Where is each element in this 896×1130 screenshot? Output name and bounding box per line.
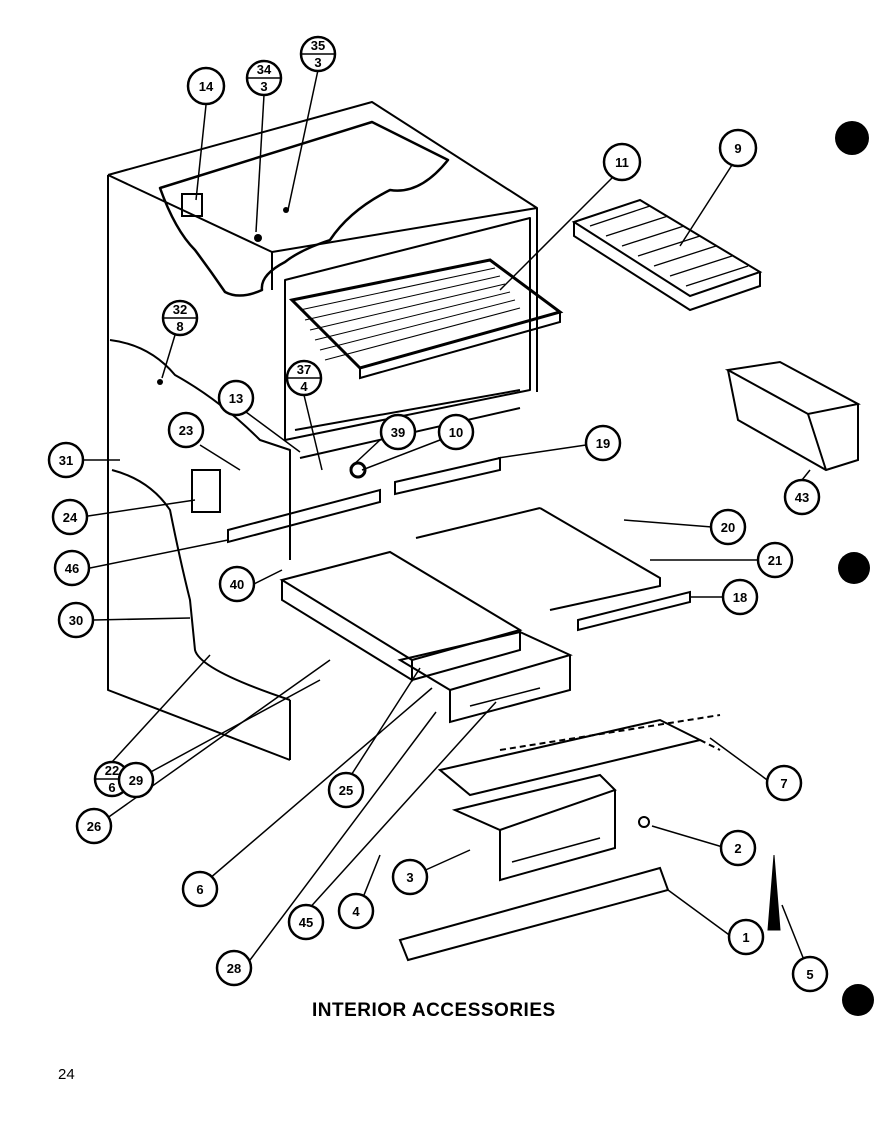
screw xyxy=(254,234,262,242)
svg-text:29: 29 xyxy=(129,773,143,788)
callout-20: 20 xyxy=(709,508,747,546)
callout-35: 353 xyxy=(299,35,337,73)
svg-text:10: 10 xyxy=(449,425,463,440)
callout-40: 40 xyxy=(218,565,256,603)
callout-28: 28 xyxy=(215,949,253,987)
page-number: 24 xyxy=(58,1066,75,1083)
callout-46: 46 xyxy=(53,549,91,587)
upper-drawer xyxy=(397,630,573,724)
svg-text:32: 32 xyxy=(173,302,187,317)
screw xyxy=(283,207,289,213)
callout-3: 3 xyxy=(391,858,429,896)
ice-trays xyxy=(571,198,763,312)
svg-text:46: 46 xyxy=(65,561,79,576)
callout-45: 45 xyxy=(287,903,325,941)
screw xyxy=(157,379,163,385)
callout-43: 43 xyxy=(783,478,821,516)
svg-text:2: 2 xyxy=(734,841,741,856)
callout-37: 374 xyxy=(285,359,323,397)
svg-text:3: 3 xyxy=(406,870,413,885)
light-switch xyxy=(181,193,203,217)
callout-5: 5 xyxy=(791,955,829,993)
svg-text:21: 21 xyxy=(768,553,782,568)
callout-39: 39 xyxy=(379,413,417,451)
callout-6: 6 xyxy=(181,870,219,908)
registration-dot xyxy=(842,984,874,1016)
left-wall-cutaway xyxy=(109,339,291,701)
callout-4: 4 xyxy=(337,892,375,930)
svg-text:20: 20 xyxy=(721,520,735,535)
svg-text:9: 9 xyxy=(734,141,741,156)
freezer-shelf xyxy=(288,258,564,380)
callout-23: 23 xyxy=(167,411,205,449)
svg-text:28: 28 xyxy=(227,961,241,976)
callout-13: 13 xyxy=(217,379,255,417)
thermostat-bracket xyxy=(191,469,221,513)
svg-text:26: 26 xyxy=(87,819,101,834)
callout-29: 29 xyxy=(117,761,155,799)
svg-text:6: 6 xyxy=(108,780,115,795)
callout-2: 2 xyxy=(719,829,757,867)
svg-text:25: 25 xyxy=(339,783,353,798)
svg-text:30: 30 xyxy=(69,613,83,628)
svg-text:3: 3 xyxy=(260,79,267,94)
registration-dot xyxy=(835,121,869,155)
leveling-leg xyxy=(767,854,781,931)
fresh-food-shelf xyxy=(279,550,523,682)
callout-21: 21 xyxy=(756,541,794,579)
svg-text:14: 14 xyxy=(199,79,214,94)
callout-34: 343 xyxy=(245,59,283,97)
registration-dot xyxy=(838,552,870,584)
callout-18: 18 xyxy=(721,578,759,616)
leader-lines xyxy=(82,69,811,971)
callout-7: 7 xyxy=(765,764,803,802)
svg-text:3: 3 xyxy=(314,55,321,70)
svg-text:35: 35 xyxy=(311,38,325,53)
freezer-frame xyxy=(284,217,531,441)
svg-text:11: 11 xyxy=(615,155,629,170)
callout-19: 19 xyxy=(584,424,622,462)
freezer-ceiling xyxy=(158,120,450,297)
lower-drawer xyxy=(437,718,703,882)
svg-text:22: 22 xyxy=(105,763,119,778)
svg-text:19: 19 xyxy=(596,436,610,451)
callout-10: 10 xyxy=(437,413,475,451)
svg-text:45: 45 xyxy=(299,915,313,930)
screw xyxy=(638,816,650,828)
callout-26: 26 xyxy=(75,807,113,845)
svg-text:4: 4 xyxy=(352,904,360,919)
svg-text:23: 23 xyxy=(179,423,193,438)
callout-9: 9 xyxy=(718,128,758,168)
svg-text:40: 40 xyxy=(230,577,244,592)
svg-text:4: 4 xyxy=(300,379,308,394)
callout-24: 24 xyxy=(51,498,89,536)
svg-text:1: 1 xyxy=(742,930,749,945)
rails xyxy=(227,456,721,962)
svg-text:31: 31 xyxy=(59,453,73,468)
svg-text:5: 5 xyxy=(806,967,813,982)
ice-bucket xyxy=(724,360,861,472)
callout-31: 31 xyxy=(47,441,85,479)
svg-text:37: 37 xyxy=(297,362,311,377)
callout-25: 25 xyxy=(327,771,365,809)
svg-text:6: 6 xyxy=(196,882,203,897)
svg-text:34: 34 xyxy=(257,62,272,77)
svg-text:7: 7 xyxy=(780,776,787,791)
callout-14: 14 xyxy=(186,66,226,106)
cabinet-outline xyxy=(107,101,538,761)
callout-32: 328 xyxy=(161,299,199,337)
svg-text:39: 39 xyxy=(391,425,405,440)
svg-text:13: 13 xyxy=(229,391,243,406)
callout-30: 30 xyxy=(57,601,95,639)
svg-text:43: 43 xyxy=(795,490,809,505)
callout-11: 11 xyxy=(602,142,642,182)
svg-text:18: 18 xyxy=(733,590,747,605)
diagram-caption: INTERIOR ACCESSORIES xyxy=(312,1000,556,1021)
svg-text:8: 8 xyxy=(176,319,183,334)
svg-text:24: 24 xyxy=(63,510,78,525)
light-socket xyxy=(349,461,367,479)
callout-1: 1 xyxy=(727,918,765,956)
